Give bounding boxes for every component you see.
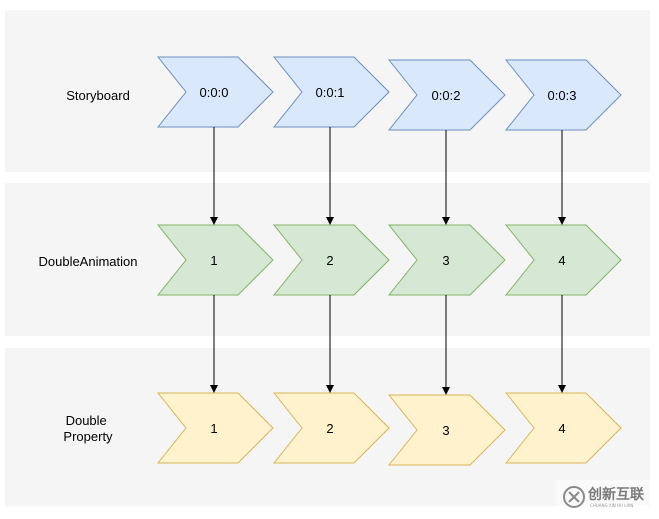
chevron-label: 1 — [210, 253, 217, 268]
chevron-shape — [504, 392, 622, 464]
chevron-shape — [504, 59, 622, 131]
chevron-shape — [272, 224, 390, 296]
double-animation-step-1: 1 — [156, 224, 274, 296]
chevron-shape — [272, 56, 390, 128]
chevron-label: 1 — [210, 421, 217, 436]
chevron-label: 0:0:1 — [316, 85, 345, 100]
double-property-step-1: 1 — [156, 392, 274, 464]
watermark-subtext: CHUANG XIN HU LIAN — [590, 503, 633, 508]
double-animation-step-3: 3 — [387, 224, 506, 296]
chevron-label: 0:0:0 — [200, 85, 229, 100]
chevron-shape — [387, 224, 506, 296]
chevron-shape — [156, 56, 274, 128]
chevron-label: 3 — [442, 423, 449, 438]
watermark-text: 创新互联 — [587, 486, 645, 503]
double-animation-step-2: 2 — [272, 224, 390, 296]
chevron-shape — [272, 392, 390, 464]
double-property-step-3: 3 — [387, 394, 506, 466]
chevron-label: 0:0:3 — [548, 88, 577, 103]
chuangxin-logo-icon — [563, 486, 585, 508]
chevron-shape — [156, 224, 274, 296]
double-animation-step-4: 4 — [504, 224, 622, 296]
storyboard-step-4: 0:0:3 — [504, 59, 622, 131]
storyboard-step-3: 0:0:2 — [387, 59, 506, 131]
chevron-shape — [156, 392, 274, 464]
chevron-label: 2 — [326, 421, 333, 436]
chevron-label: 0:0:2 — [432, 88, 461, 103]
row-label-double-property: Double Property — [63, 413, 113, 444]
storyboard-step-2: 0:0:1 — [272, 56, 390, 128]
chevron-label: 3 — [442, 253, 449, 268]
double-property-step-4: 4 — [504, 392, 622, 464]
watermark: 创新互联 CHUANG XIN HU LIAN — [556, 480, 656, 516]
storyboard-step-1: 0:0:0 — [156, 56, 274, 128]
row-label-storyboard: Storyboard — [66, 88, 130, 103]
chevron-label: 4 — [558, 253, 565, 268]
chevron-shape — [387, 59, 506, 131]
chevron-shape — [504, 224, 622, 296]
chevron-shape — [387, 394, 506, 466]
row-label-double-animation: DoubleAnimation — [38, 254, 137, 269]
chevron-label: 2 — [326, 253, 333, 268]
double-property-step-2: 2 — [272, 392, 390, 464]
chevron-label: 4 — [558, 421, 565, 436]
